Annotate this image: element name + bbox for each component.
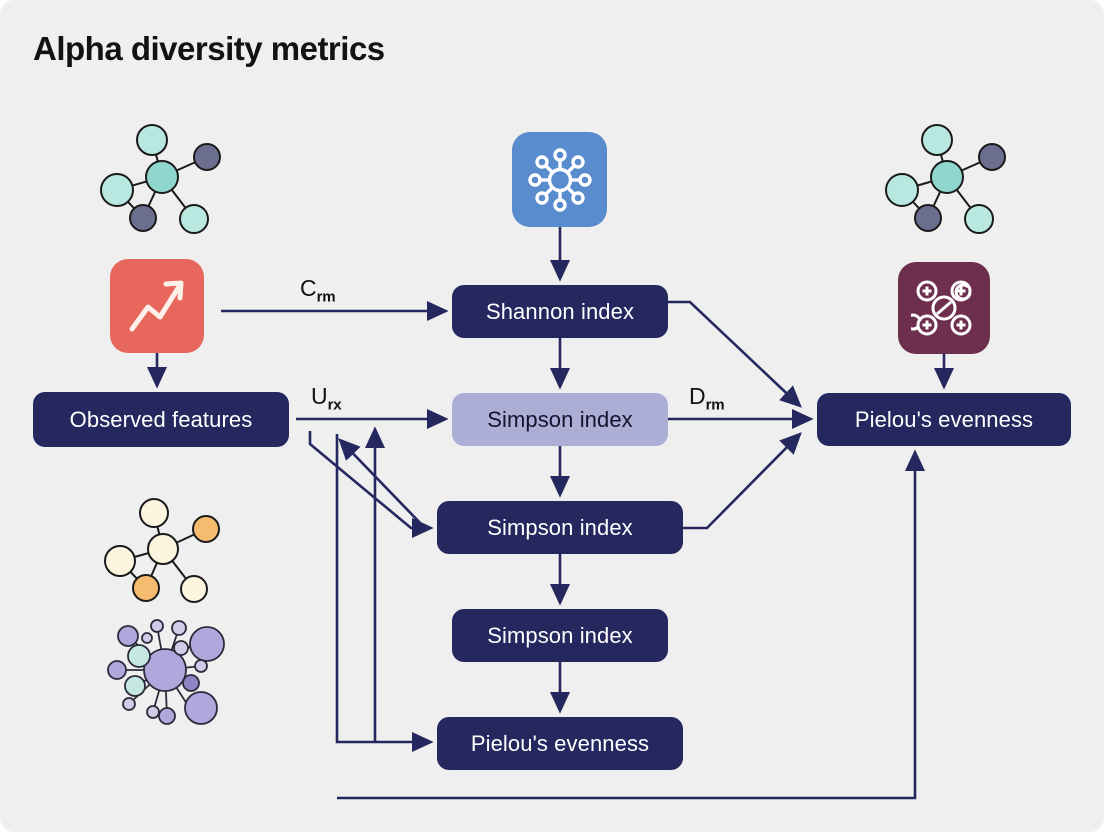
node-label: Shannon index <box>485 298 635 324</box>
network-hub-glyph <box>527 147 592 212</box>
edge-label-crm: Crm <box>300 275 336 306</box>
edge-label-sub: rm <box>705 396 725 414</box>
conn-feedback-to-simpson2 <box>308 431 434 539</box>
node-label: Pielou's evenness <box>854 406 1034 432</box>
edge-label-sub: rx <box>327 396 342 414</box>
node-label: Simpson index <box>487 514 633 540</box>
conn-feedback-diag-tail <box>338 438 426 529</box>
graph-purple-cluster <box>107 619 225 725</box>
node-pielou-evenness-right[interactable]: Pielou's evenness <box>817 393 1071 446</box>
node-pielou-evenness-bottom[interactable]: Pielou's evenness <box>437 717 683 770</box>
graph-teal-top-left <box>100 124 221 234</box>
no-entry-glyph <box>911 280 972 336</box>
edge-label-base: U <box>311 383 328 409</box>
edge-label-base: C <box>300 275 317 301</box>
no-entry-icon <box>898 262 990 354</box>
trend-up-glyph <box>129 280 184 332</box>
edge-label-base: D <box>689 383 706 409</box>
graph-cream-bottom <box>104 498 220 603</box>
conn-simpson2-to-pielou-right <box>683 432 802 530</box>
edge-label-sub: rm <box>316 288 336 306</box>
node-observed-features[interactable]: Observed features <box>33 392 289 447</box>
node-label: Observed features <box>69 406 253 432</box>
trend-up-icon <box>110 259 204 353</box>
network-hub-icon <box>512 132 607 227</box>
node-simpson-index-3[interactable]: Simpson index <box>452 609 668 662</box>
node-simpson-index-1[interactable]: Simpson index <box>452 393 668 446</box>
page-title: Alpha diversity metrics <box>33 30 385 67</box>
conn-feedback-to-pielou-bottom <box>335 434 434 753</box>
node-label: Simpson index <box>487 406 633 432</box>
node-simpson-index-2[interactable]: Simpson index <box>437 501 683 554</box>
node-label: Pielou's evenness <box>470 730 650 756</box>
conn-shannon-to-pielou-right <box>668 300 802 408</box>
edge-label-urx: Urx <box>311 383 342 414</box>
node-shannon-index[interactable]: Shannon index <box>452 285 668 338</box>
edge-label-drm: Drm <box>689 383 725 414</box>
graph-teal-top-right <box>885 124 1006 234</box>
node-label: Simpson index <box>487 622 633 648</box>
